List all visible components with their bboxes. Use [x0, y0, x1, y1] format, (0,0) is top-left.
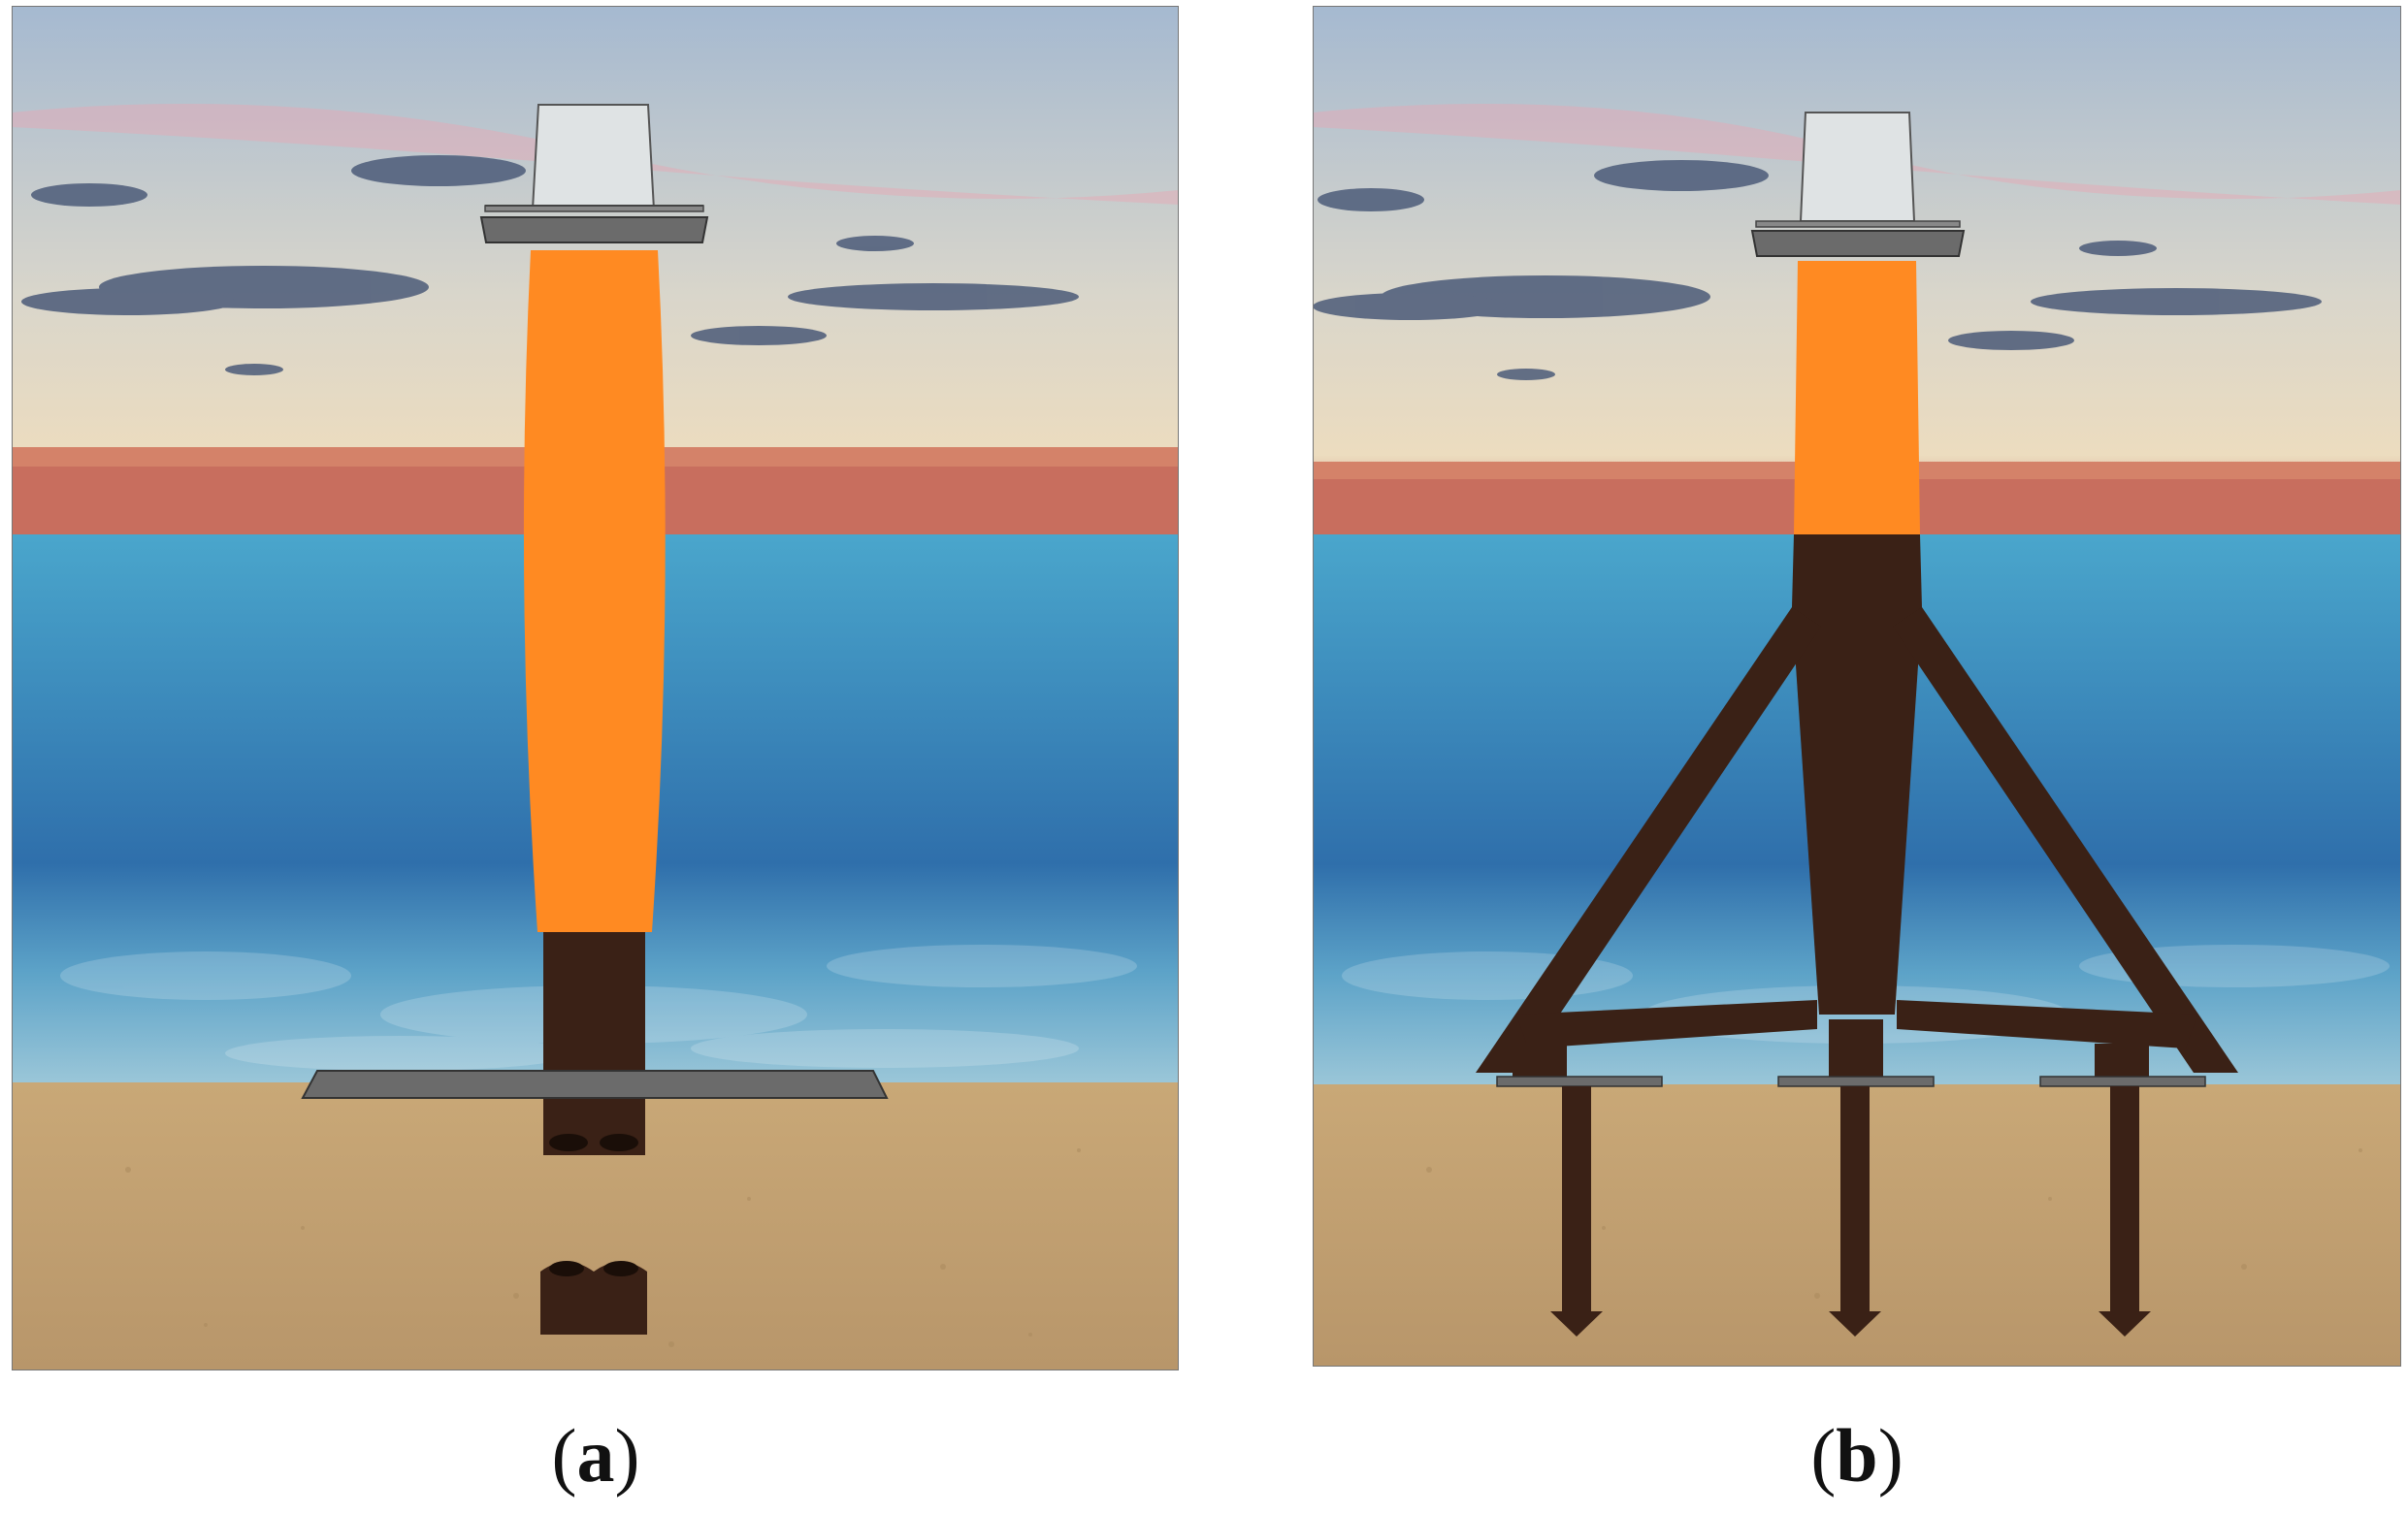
monopile-embedded-end: [540, 1262, 647, 1335]
caption-b: (b): [1810, 1413, 1904, 1498]
platform: [479, 216, 709, 243]
clouds: [21, 155, 1079, 375]
mud-mat-right: [2039, 1076, 2206, 1087]
panel-b-tripod: [1313, 6, 2401, 1367]
platform: [1750, 230, 1966, 257]
clouds: [1313, 160, 2322, 380]
monopile-shaft: [543, 932, 645, 1155]
transition-piece: [1794, 261, 1920, 534]
mud-mat-left: [1496, 1076, 1663, 1087]
caption-a: (a): [551, 1413, 640, 1498]
monopile-structure-icon: [12, 6, 1179, 1370]
tower-top: [531, 104, 656, 210]
mud-plate: [301, 1070, 889, 1099]
tower-top: [1799, 112, 1916, 222]
panel-a-monopile: [12, 6, 1179, 1370]
piles: [1550, 1086, 2151, 1337]
transition-piece: [523, 250, 666, 932]
tripod-structure-icon: [1313, 6, 2401, 1367]
tripod-frame: [1476, 534, 2238, 1082]
mud-mat-center: [1777, 1076, 1935, 1087]
